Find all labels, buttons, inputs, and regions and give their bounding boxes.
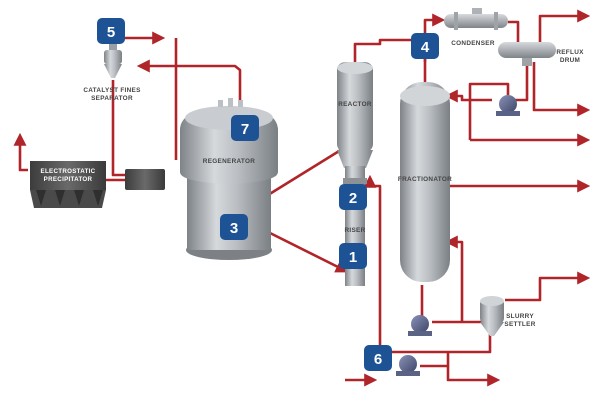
badge-5: 5 bbox=[97, 18, 125, 44]
pipe-settler-product bbox=[505, 271, 591, 302]
label-electrostatic-1: ELECTROSTATIC bbox=[41, 168, 96, 175]
pipe-feed-pump-out bbox=[420, 352, 450, 368]
pipe-feed-riser bbox=[363, 174, 382, 290]
pipe-precipitator-vent bbox=[13, 132, 28, 172]
pipe-regen-to-riser-upper bbox=[267, 146, 345, 197]
label-reactor: REACTOR bbox=[338, 101, 372, 108]
pipe-regen-to-riser-lower bbox=[267, 230, 349, 273]
badge-4: 4 bbox=[411, 33, 439, 59]
pipe-separator-return bbox=[136, 59, 242, 102]
pipe-reflux-down bbox=[468, 82, 510, 140]
pipe-drum-gas bbox=[535, 9, 591, 46]
badge-7: 7 bbox=[231, 115, 259, 141]
label-riser: RISER bbox=[344, 227, 365, 234]
electrostatic-precipitator bbox=[30, 161, 106, 208]
label-fractionator: FRACTIONATOR bbox=[398, 176, 452, 183]
badge-7-text: 7 bbox=[241, 121, 249, 138]
precipitator-feed-box bbox=[125, 169, 165, 190]
badge-6: 6 bbox=[364, 345, 392, 371]
pipe-settler-bottom bbox=[378, 290, 492, 354]
fractionator bbox=[400, 82, 450, 282]
catalyst-fines-separator bbox=[104, 44, 122, 78]
badge-5-text: 5 bbox=[107, 24, 115, 41]
pump-bottoms bbox=[408, 315, 432, 336]
badge-1: 1 bbox=[339, 243, 367, 269]
label-reflux-1: REFLUX bbox=[556, 49, 584, 56]
pipe-reflux bbox=[444, 89, 492, 103]
reflux-drum bbox=[498, 42, 556, 66]
pump-reflux bbox=[496, 95, 520, 116]
badge-2: 2 bbox=[339, 184, 367, 210]
slurry-settler bbox=[480, 296, 504, 336]
pipe-drum-liquid bbox=[532, 62, 591, 117]
label-catalyst-fines-1: CATALYST FINES bbox=[83, 87, 141, 94]
badge-2-text: 2 bbox=[349, 190, 357, 207]
label-regenerator: REGENERATOR bbox=[203, 158, 256, 165]
label-catalyst-fines-2: SEPARATOR bbox=[91, 95, 133, 102]
label-electrostatic-2: PRECIPITATOR bbox=[44, 176, 93, 183]
pipe-separator-bottom bbox=[111, 80, 128, 177]
pipe-drum-to-pump bbox=[515, 62, 529, 102]
badge-3: 3 bbox=[220, 214, 248, 240]
badge-6-text: 6 bbox=[374, 351, 382, 368]
pump-feed bbox=[396, 355, 420, 376]
label-reflux-2: DRUM bbox=[560, 57, 580, 64]
label-slurry-2: SETTLER bbox=[504, 321, 535, 328]
pipe-recirc-up bbox=[444, 235, 464, 322]
label-condenser: CONDENSER bbox=[451, 40, 495, 47]
label-slurry-1: SLURRY bbox=[506, 313, 534, 320]
pipe-clarified-oil bbox=[446, 366, 501, 387]
badge-1-text: 1 bbox=[349, 249, 357, 266]
badge-4-text: 4 bbox=[421, 39, 430, 56]
badge-3-text: 3 bbox=[230, 220, 238, 237]
pipe-condenser-to-drum bbox=[508, 20, 520, 46]
condenser bbox=[444, 8, 508, 30]
